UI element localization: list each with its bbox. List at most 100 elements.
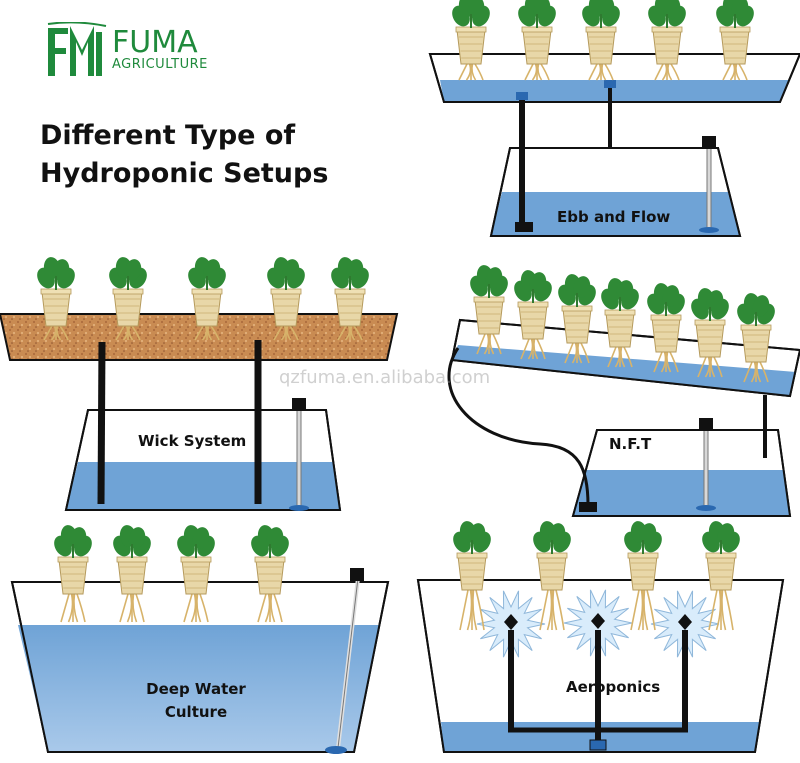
root <box>115 325 125 341</box>
ebb-inlet <box>516 92 528 100</box>
wick-water <box>66 462 340 510</box>
leaf <box>346 259 364 281</box>
aero-nozzle <box>504 614 518 630</box>
net-pot <box>537 555 567 591</box>
root <box>630 589 640 631</box>
root <box>257 593 267 623</box>
brand-subtitle: AGRICULTURE <box>112 57 208 72</box>
root <box>533 338 539 360</box>
root <box>588 63 598 81</box>
root <box>207 325 213 341</box>
net-pot <box>741 327 771 363</box>
ebb-plant <box>582 0 620 81</box>
root <box>520 338 530 360</box>
root <box>273 593 283 623</box>
leaf <box>128 527 146 549</box>
root <box>623 346 633 368</box>
aero-nozzle <box>591 613 605 629</box>
aero-plant <box>702 521 740 631</box>
wick-plant <box>37 257 75 341</box>
root <box>713 356 723 378</box>
ebb-plant <box>452 0 490 81</box>
leaf <box>616 280 634 302</box>
nft-plant <box>470 265 508 355</box>
air-pump-box <box>292 398 306 411</box>
root <box>474 63 484 81</box>
root <box>43 325 53 341</box>
root <box>643 589 649 631</box>
leaf <box>706 290 724 312</box>
root <box>669 351 679 373</box>
root <box>756 361 762 383</box>
wick-plant <box>188 257 226 341</box>
brand-name: FUMA <box>112 25 198 60</box>
ebb-pump <box>515 222 533 232</box>
leaf <box>597 0 615 19</box>
root <box>710 356 716 378</box>
net-pot <box>562 308 592 344</box>
leaf <box>639 523 657 545</box>
nft-plant <box>558 274 596 364</box>
root <box>353 325 363 341</box>
leaf <box>717 523 735 545</box>
net-pot <box>706 555 736 591</box>
nft-air-tube <box>696 418 716 511</box>
root <box>132 593 138 623</box>
wick-plant <box>331 257 369 341</box>
tube <box>703 429 709 507</box>
root <box>59 325 69 341</box>
leaf <box>69 527 87 549</box>
root <box>540 63 550 81</box>
root <box>536 338 546 360</box>
root <box>722 63 732 81</box>
root <box>337 325 347 341</box>
root <box>459 589 469 631</box>
nft-plant <box>601 278 639 368</box>
dwc-air-pump <box>350 568 364 581</box>
root <box>194 325 204 341</box>
net-pot <box>720 29 750 65</box>
root <box>601 63 607 81</box>
net-pot <box>652 29 682 65</box>
root <box>128 325 134 341</box>
root <box>471 63 477 81</box>
root <box>196 593 202 623</box>
ebb-plant <box>648 0 686 81</box>
root <box>492 333 502 355</box>
ebb-reservoir-water <box>491 192 740 236</box>
net-pot <box>628 555 658 591</box>
root <box>199 593 209 623</box>
root <box>620 346 626 368</box>
root <box>738 63 748 81</box>
nft-channel-outline <box>450 318 800 398</box>
root <box>476 333 486 355</box>
root <box>666 351 672 373</box>
root <box>475 589 485 631</box>
leaf <box>485 267 503 289</box>
root <box>286 325 292 341</box>
nft-feed-hose <box>447 347 590 506</box>
wick-plant <box>267 257 305 341</box>
root <box>472 589 478 631</box>
aero-plant <box>453 521 491 631</box>
root <box>537 63 543 81</box>
aero-plant <box>533 521 571 631</box>
root <box>724 589 734 631</box>
air-pump-box <box>702 136 716 149</box>
root <box>654 63 664 81</box>
root <box>580 342 590 364</box>
root <box>60 593 70 623</box>
brand-logo: FUMA AGRICULTURE <box>46 22 208 78</box>
leaf <box>124 259 142 281</box>
ebb-plant <box>716 0 754 81</box>
ebb-reservoir-outline <box>489 147 742 237</box>
aeroponics-label: Aeroponics <box>566 678 661 696</box>
aero-plant <box>624 521 662 631</box>
air-stone <box>289 505 309 511</box>
net-pot <box>271 291 301 327</box>
root <box>350 325 356 341</box>
root <box>743 361 753 383</box>
net-pot <box>335 291 365 327</box>
net-pot <box>457 555 487 591</box>
